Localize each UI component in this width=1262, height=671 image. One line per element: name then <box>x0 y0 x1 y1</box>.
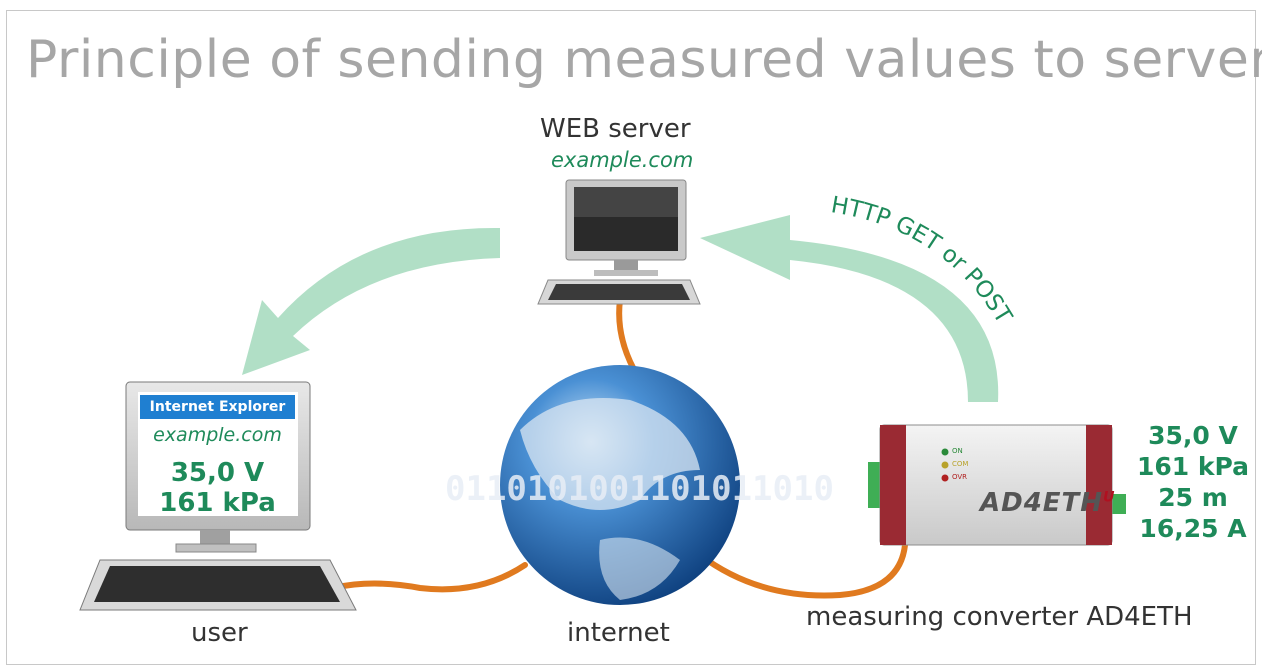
browser-title-bar: Internet Explorer <box>140 395 295 419</box>
led-label-on: ON <box>952 447 963 455</box>
server-computer-icon <box>537 179 701 305</box>
arrow-converter-to-server <box>700 215 999 402</box>
device-logo-suffix: U <box>1103 489 1116 506</box>
converter-device-icon <box>868 424 1126 546</box>
globe-icon: 0110101001101011010 <box>445 365 834 605</box>
cable-internet-converter <box>697 542 908 599</box>
led-label-ovr: OVR <box>952 473 968 481</box>
binary-stream-text: 0110101001101011010 <box>445 469 834 509</box>
arrow-server-to-user <box>242 227 500 375</box>
device-logo-main: AD4ETH <box>980 488 1104 518</box>
converter-readings: 35,0 V 161 kPa 25 m 16,25 A <box>1130 420 1256 544</box>
slide-title: Principle of sending measured values to … <box>26 30 1262 90</box>
reading-length: 25 m <box>1158 483 1228 512</box>
browser-value-pressure: 161 kPa <box>159 488 276 514</box>
slide-frame <box>6 10 1256 665</box>
led-label-com: COM <box>952 460 969 468</box>
converter-label: measuring converter AD4ETH <box>806 602 1193 632</box>
browser-domain: example.com <box>153 424 282 446</box>
device-logo: AD4ETHU <box>980 488 1115 518</box>
user-label: user <box>191 618 248 648</box>
browser-value-voltage: 35,0 V <box>170 458 265 488</box>
internet-label: internet <box>567 618 670 648</box>
web-server-label: WEB server <box>540 114 691 144</box>
reading-pressure: 161 kPa <box>1136 452 1250 481</box>
web-server-domain: example.com <box>551 148 694 172</box>
reading-current: 16,25 A <box>1139 514 1247 543</box>
reading-voltage: 35,0 V <box>1148 421 1238 450</box>
